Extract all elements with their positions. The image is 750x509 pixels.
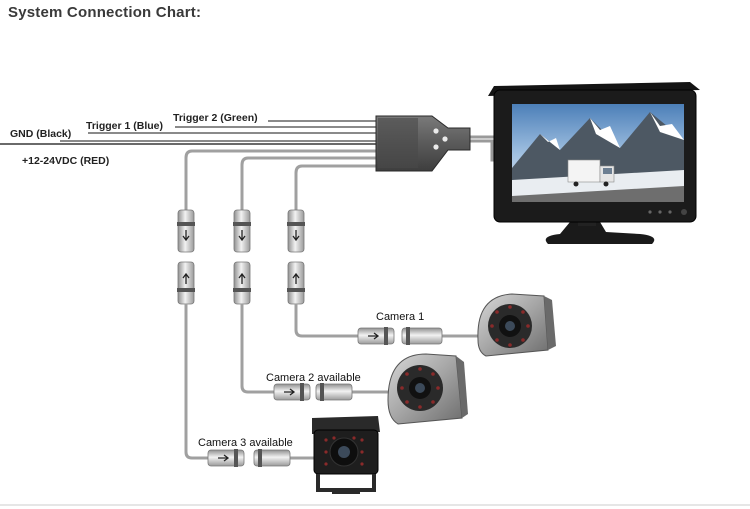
label-camera-1: Camera 1 [376,311,425,323]
label-trigger-1: Trigger 1 (Blue) [86,120,164,132]
connector-pair-camera-3 [207,449,291,467]
camera-3-icon [312,416,380,494]
camera-2-icon [387,353,468,425]
label-camera-2: Camera 2 available [266,372,361,384]
page-title: System Connection Chart: [8,4,202,21]
label-power: +12-24VDC (RED) [22,155,110,167]
label-camera-3: Camera 3 available [198,437,293,449]
camera-1-icon [477,293,556,357]
power-wires [0,120,380,145]
monitor-icon [488,82,700,244]
label-trigger-2: Trigger 2 (Green) [173,112,258,124]
connector-pairs-upper [177,209,305,305]
connector-pair-camera-2 [273,383,353,401]
camera-cables [184,304,482,460]
video-cables [184,149,380,210]
label-gnd: GND (Black) [10,128,72,140]
splitter-box [375,115,471,172]
connector-pair-camera-1 [357,327,443,345]
